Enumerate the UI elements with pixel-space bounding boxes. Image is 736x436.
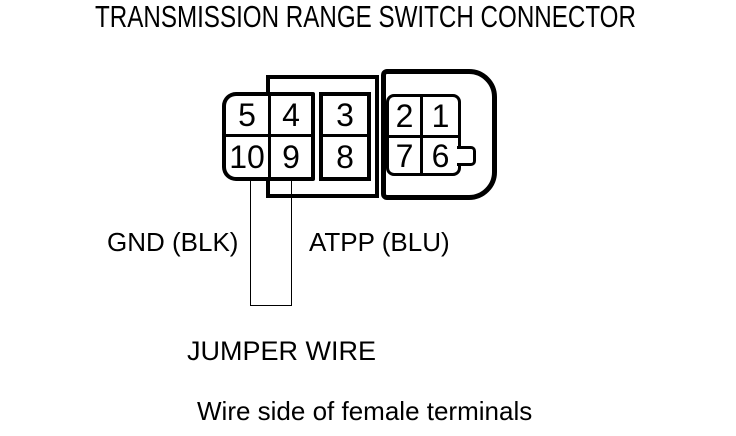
diagram-title: TRANSMISSION RANGE SWITCH CONNECTOR xyxy=(95,0,636,34)
terminal-cell-7: 7 xyxy=(395,137,414,174)
divider xyxy=(323,134,367,137)
terminal-cell-9: 9 xyxy=(282,139,300,175)
terminal-block-middle: 3 8 xyxy=(319,92,371,181)
terminal-cell-3: 3 xyxy=(336,97,354,133)
connector-key-tab xyxy=(457,146,476,166)
terminal-cell-1: 1 xyxy=(431,98,450,134)
label-atpp: ATPP (BLU) xyxy=(309,227,450,257)
divider xyxy=(226,134,311,137)
terminal-cell-10: 10 xyxy=(229,139,265,175)
terminal-block-right: 2 1 7 6 xyxy=(386,94,461,176)
divider xyxy=(389,135,458,138)
jumper-wire-right-segment xyxy=(291,179,292,306)
label-jumper-wire: JUMPER WIRE xyxy=(187,336,376,366)
jumper-wire-bottom-segment xyxy=(250,305,292,306)
terminal-cell-6: 6 xyxy=(431,137,450,174)
terminal-cell-4: 4 xyxy=(282,97,300,133)
terminal-cell-8: 8 xyxy=(336,139,354,175)
jumper-wire-left-segment xyxy=(250,181,251,306)
terminal-cell-2: 2 xyxy=(395,98,414,134)
terminal-cell-5: 5 xyxy=(238,97,256,133)
label-gnd: GND (BLK) xyxy=(107,227,239,257)
terminal-block-left: 5 4 10 9 xyxy=(222,92,315,181)
caption-wire-side: Wire side of female terminals xyxy=(197,396,533,426)
